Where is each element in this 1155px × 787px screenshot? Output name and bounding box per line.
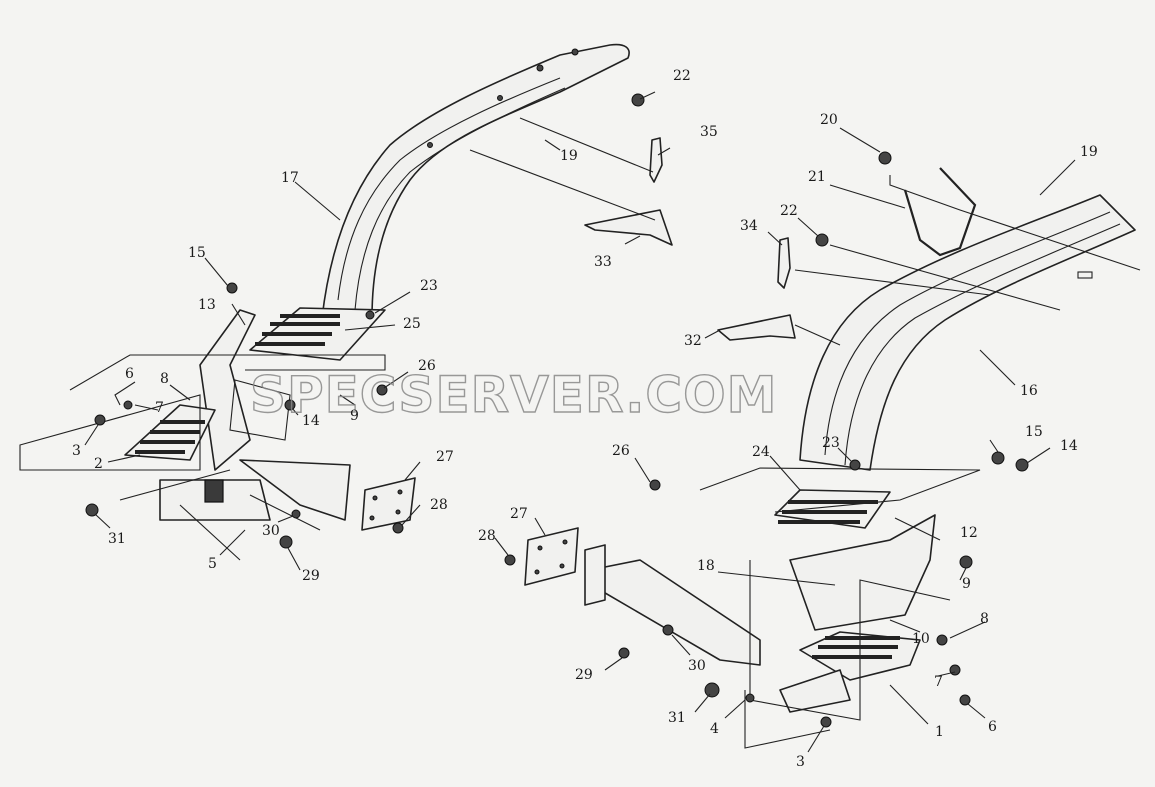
callout-3b: 3 xyxy=(796,754,805,770)
right-brackets xyxy=(717,237,796,341)
callout-5: 5 xyxy=(208,556,217,572)
callout-26b: 26 xyxy=(612,443,630,459)
left-lower-step-grid xyxy=(135,420,205,454)
callout-23b: 23 xyxy=(822,435,840,451)
callout-6: 6 xyxy=(125,366,134,382)
right-step-24 xyxy=(699,467,981,529)
left-fender xyxy=(321,43,630,319)
callout-27b: 27 xyxy=(510,506,528,522)
callout-32: 32 xyxy=(684,333,702,349)
callout-labels: 22 35 19 17 33 15 23 13 25 26 6 8 7 9 14… xyxy=(72,68,1098,770)
callout-2: 2 xyxy=(94,456,103,472)
callout-6b: 6 xyxy=(988,719,997,735)
callout-16: 16 xyxy=(1020,383,1038,399)
leader-lines-right xyxy=(494,127,1141,753)
callout-30b: 30 xyxy=(688,658,706,674)
callout-28: 28 xyxy=(430,497,448,513)
callout-25: 25 xyxy=(403,316,421,332)
callout-8b: 8 xyxy=(980,611,989,627)
callout-35: 35 xyxy=(700,124,718,140)
callout-1: 1 xyxy=(935,724,944,740)
callout-4: 4 xyxy=(710,721,719,737)
callout-28b: 28 xyxy=(478,528,496,544)
callout-13: 13 xyxy=(198,297,216,313)
callout-9: 9 xyxy=(350,408,359,424)
callout-9b: 9 xyxy=(962,576,971,592)
callout-22b: 22 xyxy=(780,203,798,219)
callout-24: 24 xyxy=(752,444,770,460)
callout-8: 8 xyxy=(160,371,169,387)
callout-15b: 15 xyxy=(1025,424,1043,440)
callout-18: 18 xyxy=(697,558,715,574)
right-lower-assembly xyxy=(584,514,951,749)
callout-12: 12 xyxy=(960,525,978,541)
right-bolts xyxy=(504,451,1029,728)
callout-19b: 19 xyxy=(1080,144,1098,160)
callout-7b: 7 xyxy=(934,674,943,690)
callout-22: 22 xyxy=(673,68,691,84)
callout-29: 29 xyxy=(302,568,320,584)
left-bracket-13 xyxy=(199,309,291,471)
right-lower-step-grid xyxy=(812,636,900,659)
right-plate-27 xyxy=(524,527,579,586)
callout-26: 26 xyxy=(418,358,436,374)
callout-29b: 29 xyxy=(575,667,593,683)
leader-lines-left xyxy=(84,91,671,571)
right-fender xyxy=(799,194,1136,471)
callout-30: 30 xyxy=(262,523,280,539)
callout-31b: 31 xyxy=(668,710,686,726)
right-handle-21 xyxy=(815,151,977,257)
watermark: SPECSERVER.COM xyxy=(250,366,777,424)
callout-20: 20 xyxy=(820,112,838,128)
callout-31: 31 xyxy=(108,531,126,547)
right-step-grid xyxy=(778,500,878,524)
callout-17: 17 xyxy=(281,170,299,186)
left-step-grid xyxy=(255,314,340,346)
left-lower-step xyxy=(19,354,330,471)
callout-27: 27 xyxy=(436,449,454,465)
left-step-25 xyxy=(245,307,386,371)
callout-21: 21 xyxy=(808,169,826,185)
callout-14: 14 xyxy=(302,413,320,429)
callout-19: 19 xyxy=(560,148,578,164)
left-plate-27 xyxy=(361,477,416,531)
callout-7: 7 xyxy=(155,400,164,416)
callout-3: 3 xyxy=(72,443,81,459)
callout-34: 34 xyxy=(740,218,758,234)
callout-33: 33 xyxy=(594,254,612,270)
callout-15: 15 xyxy=(188,245,206,261)
left-bracket-assembly-5 xyxy=(119,459,351,561)
callout-23: 23 xyxy=(420,278,438,294)
callout-14b: 14 xyxy=(1060,438,1078,454)
callout-10: 10 xyxy=(912,631,930,647)
